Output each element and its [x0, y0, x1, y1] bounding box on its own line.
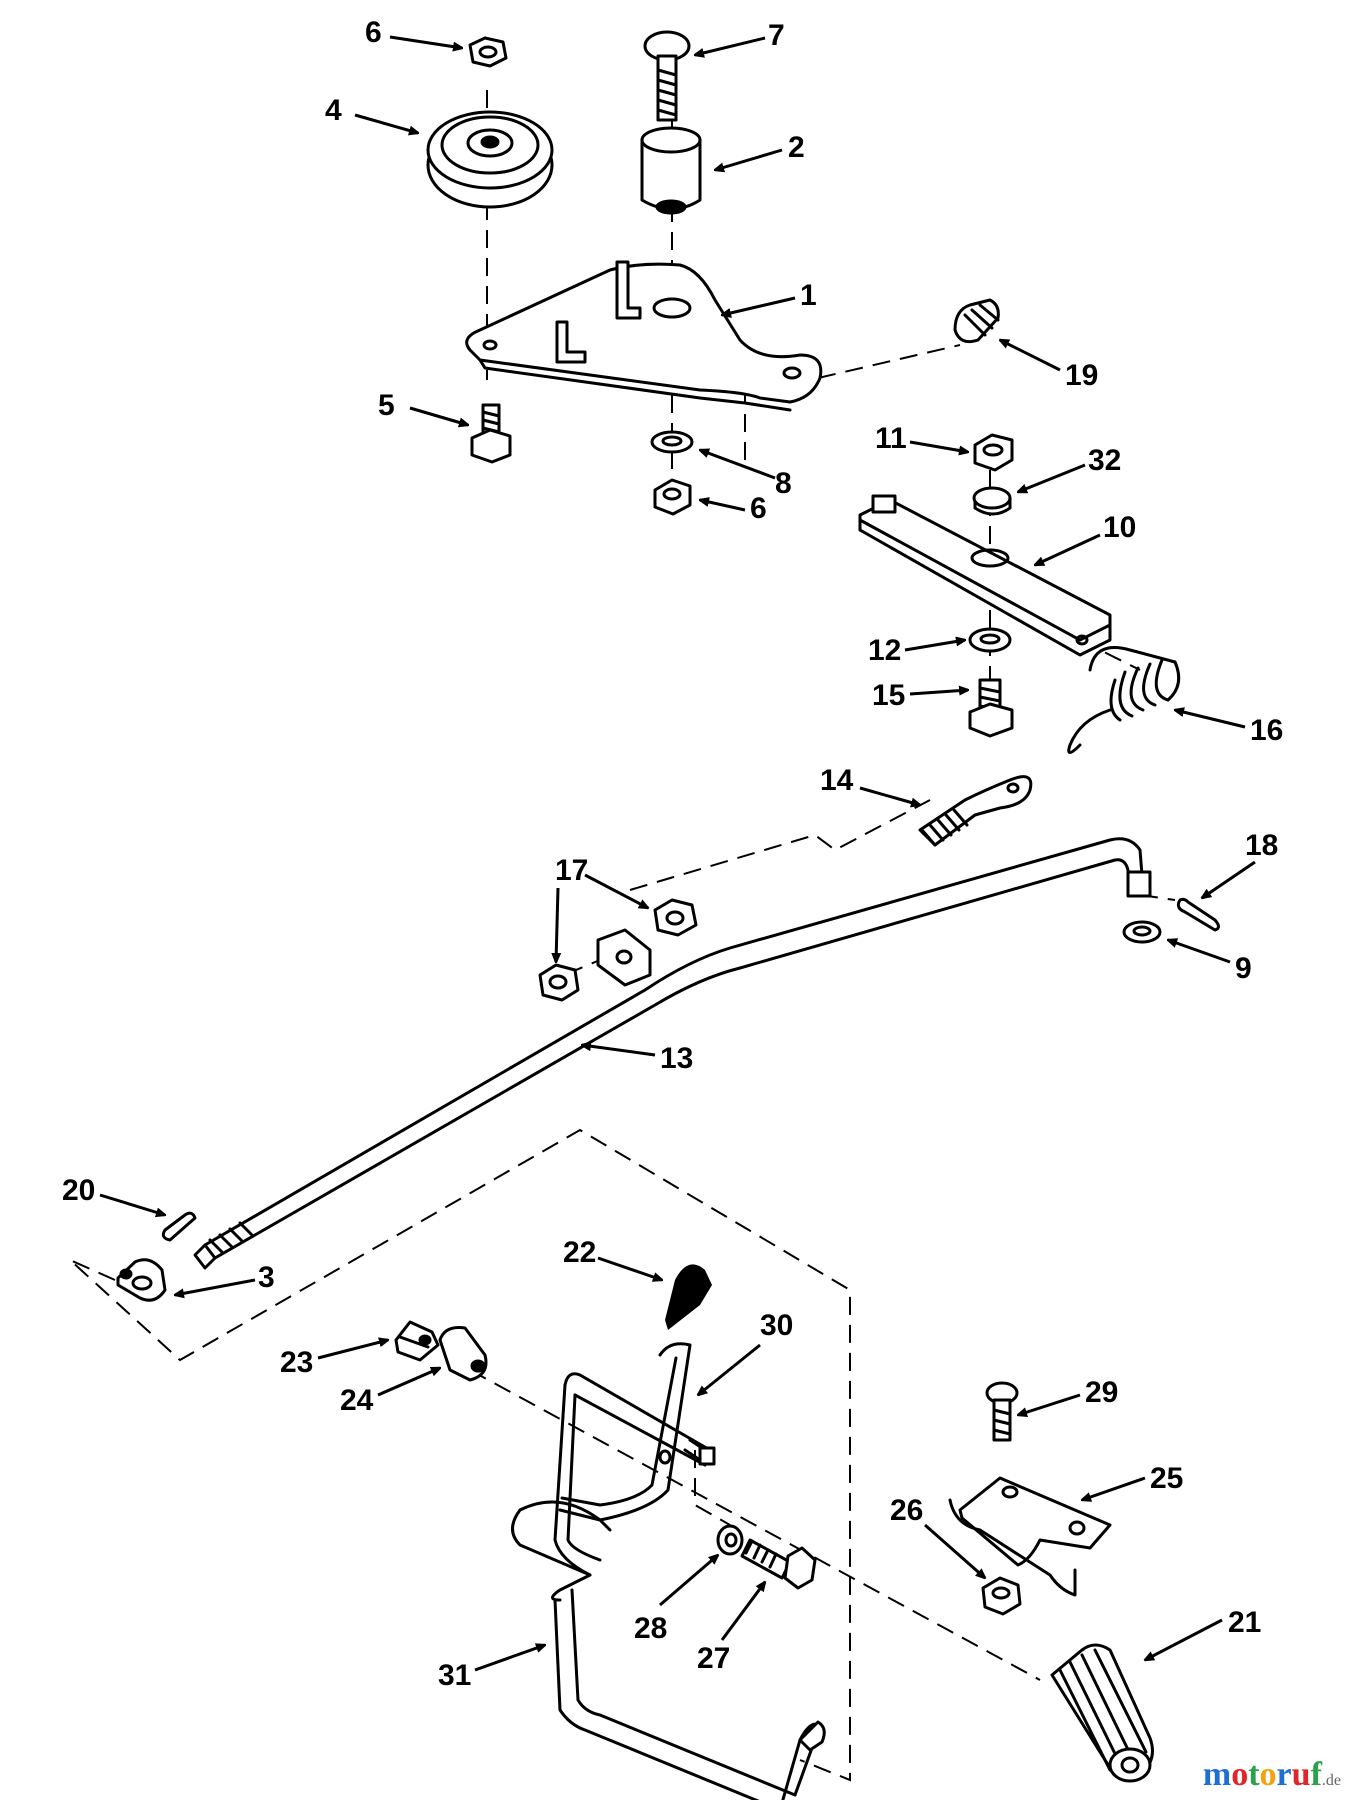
pedal-mount-bracket: [948, 1476, 1112, 1597]
watermark-letter: f: [1310, 1756, 1322, 1793]
callout-7: 7: [768, 19, 785, 52]
watermark-logo: motoruf.de: [1203, 1756, 1341, 1794]
pedal-pad: [665, 1264, 712, 1330]
hex-bolt-27: [740, 1538, 817, 1590]
callout-26: 26: [890, 1494, 923, 1527]
hex-nut-bottom: [653, 478, 692, 516]
callout-12: 12: [868, 634, 901, 667]
callout-18: 18: [1245, 829, 1278, 862]
watermark-letter: o: [1231, 1756, 1249, 1793]
clip-23: [394, 1320, 440, 1362]
pedal-grip: [1050, 1643, 1154, 1783]
hex-bolt-5: [470, 403, 512, 464]
callout-28: 28: [634, 1612, 667, 1645]
hex-nut-11: [973, 433, 1014, 472]
callout-8: 8: [775, 467, 792, 500]
washer-12: [968, 627, 1012, 653]
swivel-3: [116, 1258, 167, 1302]
callout-17: 17: [555, 854, 588, 887]
jam-nut-17b: [653, 898, 698, 937]
callout-32: 32: [1088, 444, 1121, 477]
hex-nut-26: [981, 1576, 1022, 1616]
callout-29: 29: [1085, 1376, 1118, 1409]
callout-9: 9: [1235, 952, 1252, 985]
spacer: [640, 126, 702, 215]
callout-6-top: 6: [365, 16, 382, 49]
bracket-plate: [465, 260, 823, 412]
long-rod: [193, 837, 1152, 1270]
carriage-bolt-29: [985, 1381, 1019, 1442]
watermark-letter: u: [1291, 1756, 1311, 1793]
callout-1: 1: [800, 279, 817, 312]
callout-11: 11: [875, 422, 907, 455]
carriage-bolt: [643, 30, 691, 122]
callout-22: 22: [563, 1236, 596, 1269]
washer-28: [716, 1524, 744, 1556]
callout-25: 25: [1150, 1462, 1183, 1495]
callout-5: 5: [378, 389, 395, 422]
callout-27: 27: [697, 1642, 730, 1675]
watermark-letter: t: [1248, 1756, 1260, 1793]
small-spring: [953, 298, 1000, 344]
pedal-arm: [558, 1342, 707, 1522]
callouts: 1 2 3 4 5 6 6 7 8 9 10 11 12: [62, 16, 1283, 1692]
watermark-suffix: .de: [1321, 1772, 1341, 1789]
washer-9: [1122, 920, 1162, 944]
flat-bar: [858, 494, 1112, 657]
threaded-rod-end: [918, 775, 1033, 847]
hex-nut-top: [468, 36, 508, 68]
jam-nut-17a: [538, 963, 580, 1002]
callout-10: 10: [1103, 511, 1136, 544]
callout-6-bottom: 6: [750, 492, 767, 525]
callout-4: 4: [325, 94, 342, 127]
callout-24: 24: [340, 1384, 374, 1417]
callout-2: 2: [788, 131, 805, 164]
callout-31: 31: [438, 1659, 471, 1692]
cotter-pin-20: [161, 1211, 197, 1242]
callout-23: 23: [280, 1346, 313, 1379]
mounting-block: [596, 928, 652, 987]
callout-19: 19: [1065, 359, 1098, 392]
callout-16: 16: [1250, 714, 1283, 747]
callout-21: 21: [1228, 1606, 1261, 1639]
watermark-letter: o: [1259, 1756, 1277, 1793]
callout-13: 13: [660, 1042, 693, 1075]
hex-bolt-15: [968, 678, 1014, 738]
callout-14: 14: [820, 764, 854, 797]
callout-30: 30: [760, 1309, 793, 1342]
cotter-pin-18: [1176, 897, 1220, 932]
washer-8: [650, 430, 694, 454]
washer-32: [972, 486, 1012, 516]
callout-20: 20: [62, 1174, 95, 1207]
watermark-letter: m: [1202, 1756, 1232, 1793]
callout-3: 3: [258, 1261, 275, 1294]
pedal-bracket: [511, 1372, 826, 1800]
extension-spring: [1067, 646, 1181, 754]
bushing-24: [438, 1326, 488, 1382]
pulley: [426, 110, 554, 209]
watermark-letter: r: [1276, 1756, 1292, 1793]
callout-15: 15: [872, 679, 905, 712]
